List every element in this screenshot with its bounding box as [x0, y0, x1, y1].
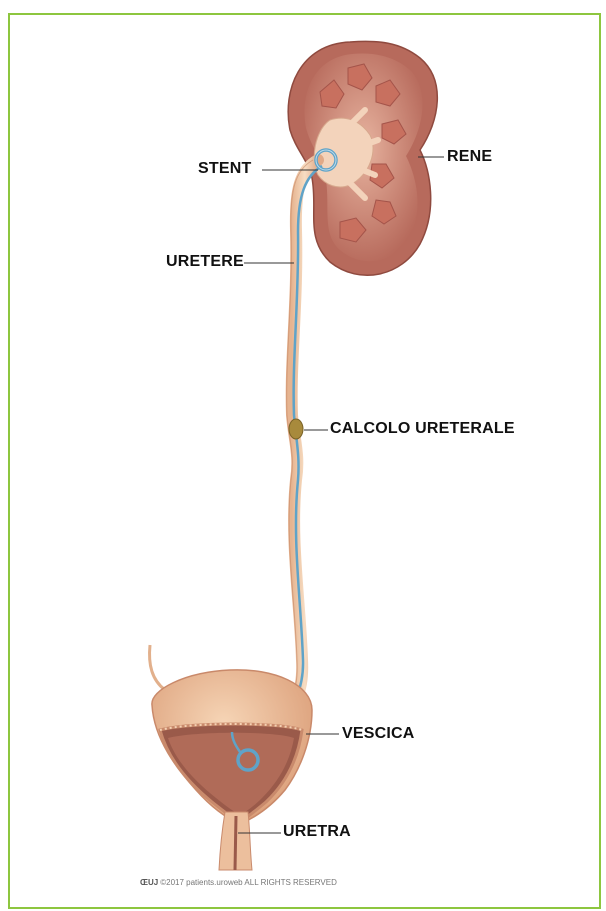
- label-rene: RENE: [447, 148, 492, 166]
- label-stent: STENT: [198, 160, 251, 178]
- copyright-text: ©2017 patients.uroweb ALL RIGHTS RESERVE…: [160, 878, 337, 887]
- copyright-notice: ŒUJ©2017 patients.uroweb ALL RIGHTS RESE…: [140, 878, 337, 887]
- bladder: [152, 670, 312, 824]
- label-uretra: URETRA: [283, 823, 351, 841]
- eau-logo: ŒUJ: [140, 878, 158, 887]
- label-uretere: URETERE: [166, 253, 244, 271]
- label-vescica: VESCICA: [342, 725, 415, 743]
- label-calcolo-ureterale: CALCOLO URETERALE: [330, 420, 515, 438]
- ureteral-stone: [289, 419, 303, 439]
